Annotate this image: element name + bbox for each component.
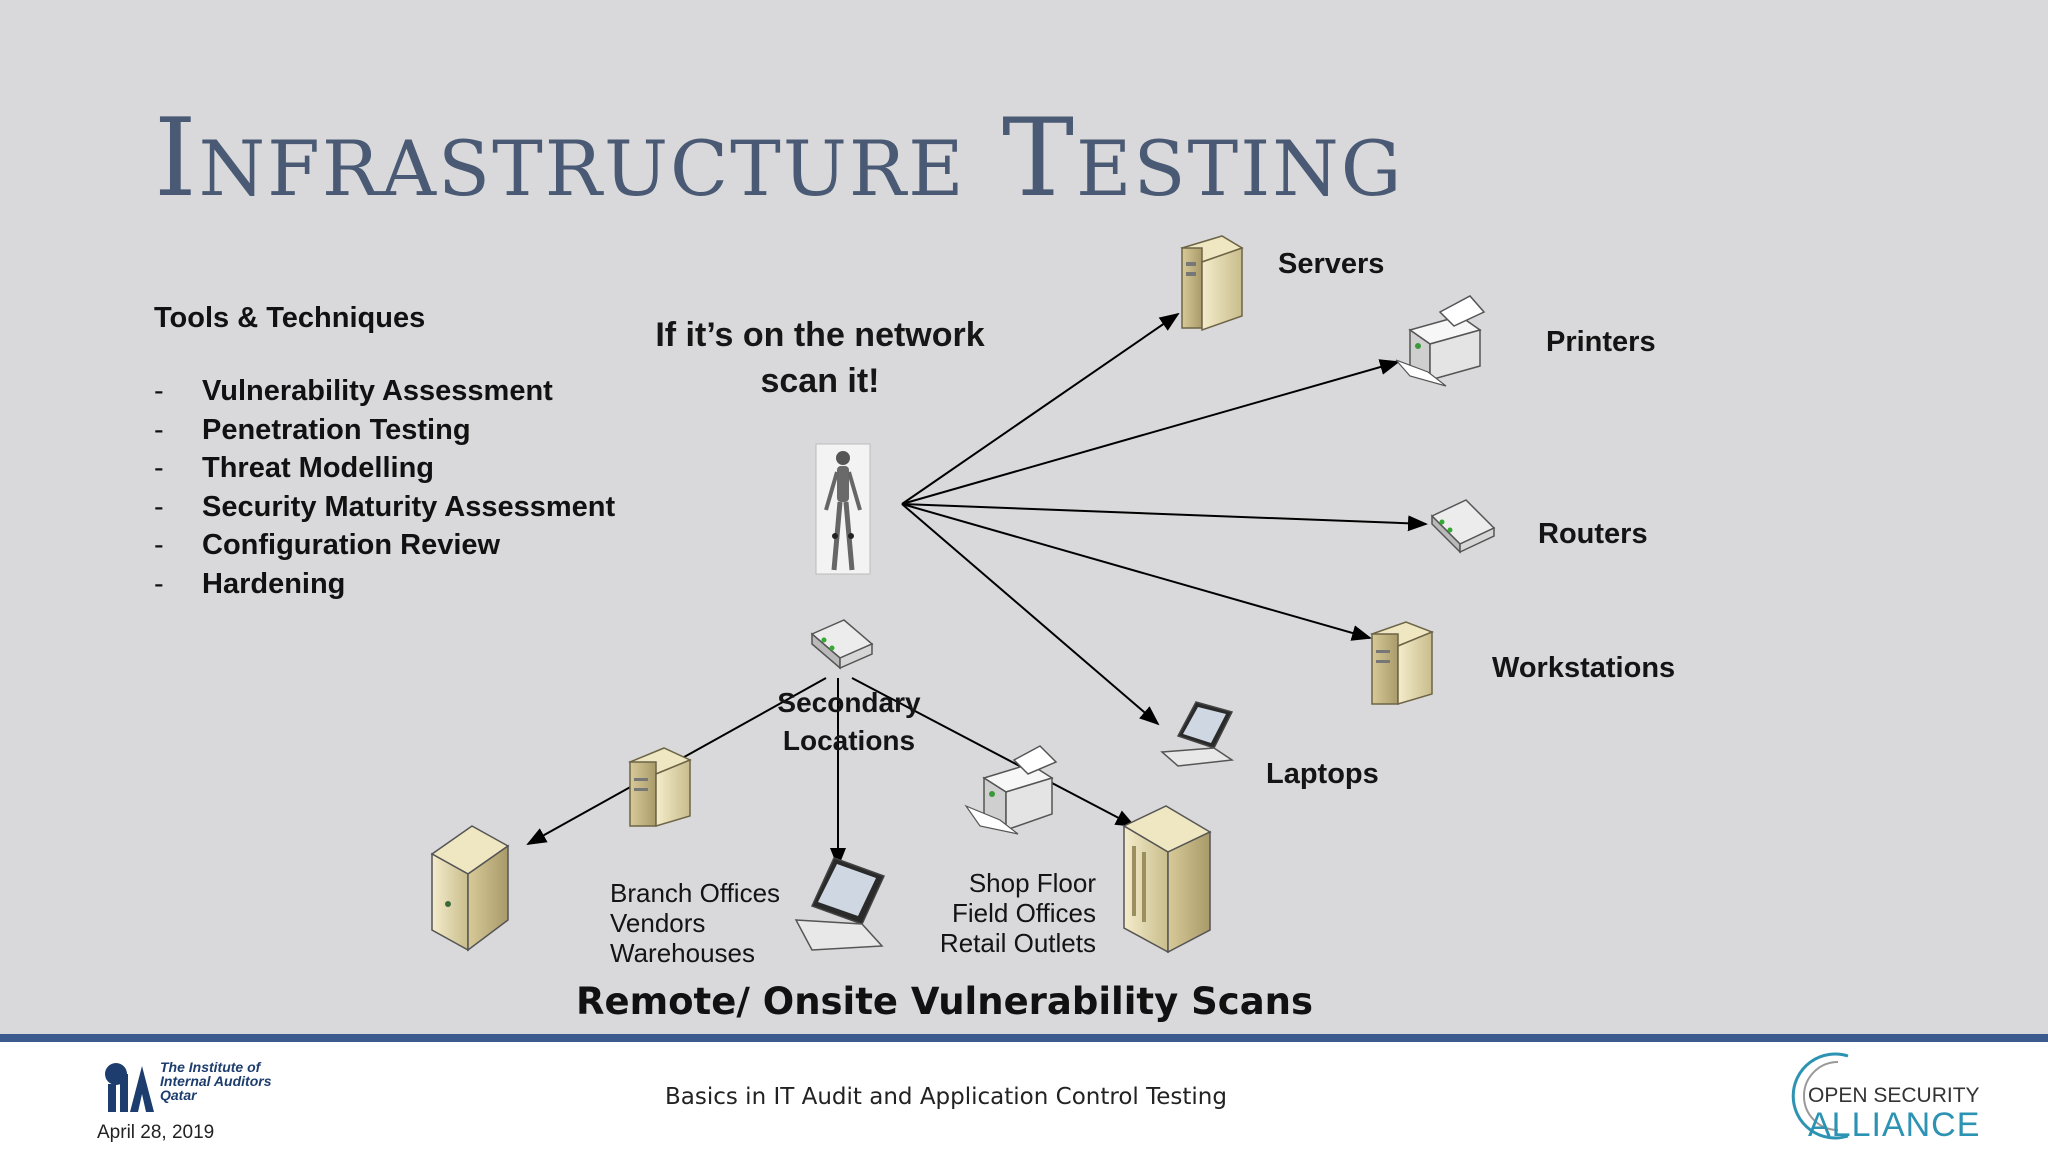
tools-list: Tools & Techniques - Vulnerability Assess… <box>154 302 615 606</box>
site-label: Field Offices <box>951 898 1096 928</box>
tool-label: Threat Modelling <box>202 452 434 484</box>
secondary-locations-label: Secondary Locations <box>770 684 928 760</box>
arrow-to-laptops <box>901 503 1160 726</box>
cabinet-server-icon <box>1122 805 1212 954</box>
arrow-to-shop-cabinet <box>851 677 1136 827</box>
tool-label: Penetration Testing <box>202 413 471 446</box>
osa-swirl-icon <box>1791 1052 1849 1140</box>
footer-date: April 28, 2019 <box>97 1122 215 1143</box>
footer-title: Basics in IT Audit and Application Contr… <box>665 1084 1227 1110</box>
printer-icon <box>1395 295 1486 387</box>
iia-line: Internal Auditors <box>160 1073 272 1089</box>
site-label: Vendors <box>610 908 706 938</box>
tagline-line: If it’s on the network <box>655 316 985 354</box>
bullet-dash: - <box>154 529 164 561</box>
workstation-icon <box>1370 621 1435 706</box>
arrow-to-routers <box>901 503 1428 532</box>
arrow-to-printers <box>901 359 1400 505</box>
secondary-line: Secondary <box>777 687 921 718</box>
sites-left: Branch Offices Vendors Warehouses <box>610 878 780 968</box>
server-icon <box>1180 235 1244 332</box>
iia-logo-text: The Institute of Internal Auditors Qatar <box>160 1060 272 1102</box>
site-label: Warehouses <box>610 938 755 968</box>
tagline: If it’s on the network scan it! <box>620 312 1020 404</box>
shop-printer-icon <box>964 745 1058 835</box>
arrow-to-workstations <box>901 503 1372 641</box>
tool-item: - Vulnerability Assessment <box>154 375 615 414</box>
osa-top-text: OPEN SECURITY <box>1808 1084 1980 1107</box>
label-laptops: Laptops <box>1266 758 1379 790</box>
label-printers: Printers <box>1546 326 1656 358</box>
tool-item: - Threat Modelling <box>154 452 615 491</box>
tool-label: Hardening <box>202 567 346 600</box>
branch-server-icon <box>628 747 692 828</box>
iia-line: The Institute of <box>160 1059 261 1075</box>
tool-label: Configuration Review <box>202 529 501 561</box>
bullet-dash: - <box>154 413 164 446</box>
diagram-caption: Remote/ Onsite Vulnerability Scans <box>576 980 1314 1023</box>
xray-skeleton-icon <box>815 443 871 575</box>
tower-server-icon <box>430 825 510 952</box>
label-servers: Servers <box>1278 248 1385 280</box>
arrow-to-servers <box>901 312 1180 505</box>
site-label: Branch Offices <box>610 878 781 908</box>
secondary-router-icon <box>810 619 874 670</box>
tool-item: - Hardening <box>154 568 615 607</box>
iia-globe-icon <box>105 1063 154 1112</box>
scan-arrows <box>526 312 1428 868</box>
bullet-dash: - <box>154 490 164 523</box>
tool-item: - Security Maturity Assessment <box>154 491 615 530</box>
bullet-dash: - <box>154 375 164 407</box>
laptop-icon <box>1160 701 1235 767</box>
tagline-line: scan it! <box>760 362 880 400</box>
tools-heading: Tools & Techniques <box>154 302 426 334</box>
tool-item: - Penetration Testing <box>154 414 615 453</box>
label-routers: Routers <box>1538 518 1648 550</box>
site-label: Retail Outlets <box>939 928 1096 958</box>
footer-divider <box>0 1034 2048 1042</box>
tool-item: - Configuration Review <box>154 529 615 568</box>
footer: The Institute of Internal Auditors Qatar… <box>0 1042 2048 1152</box>
bullet-dash: - <box>154 567 164 600</box>
tool-label: Vulnerability Assessment <box>202 375 553 407</box>
iia-line: Qatar <box>160 1087 197 1103</box>
label-workstations: Workstations <box>1492 652 1676 684</box>
sites-right: Shop Floor Field Offices Retail Outlets <box>930 868 1096 958</box>
router-icon <box>1430 499 1496 554</box>
branch-laptop-icon <box>794 857 886 951</box>
slide-title: Infrastructure Testing <box>154 96 1404 221</box>
tool-label: Security Maturity Assessment <box>202 490 616 523</box>
osa-logo: OPEN SECURITY ALLIANCE <box>1778 1052 1981 1144</box>
site-label: Shop Floor <box>968 868 1096 898</box>
bullet-dash: - <box>154 452 164 484</box>
iia-logo: The Institute of Internal Auditors Qatar <box>100 1060 280 1114</box>
osa-bottom-text: ALLIANCE <box>1808 1106 1981 1144</box>
secondary-line: Locations <box>782 725 916 756</box>
